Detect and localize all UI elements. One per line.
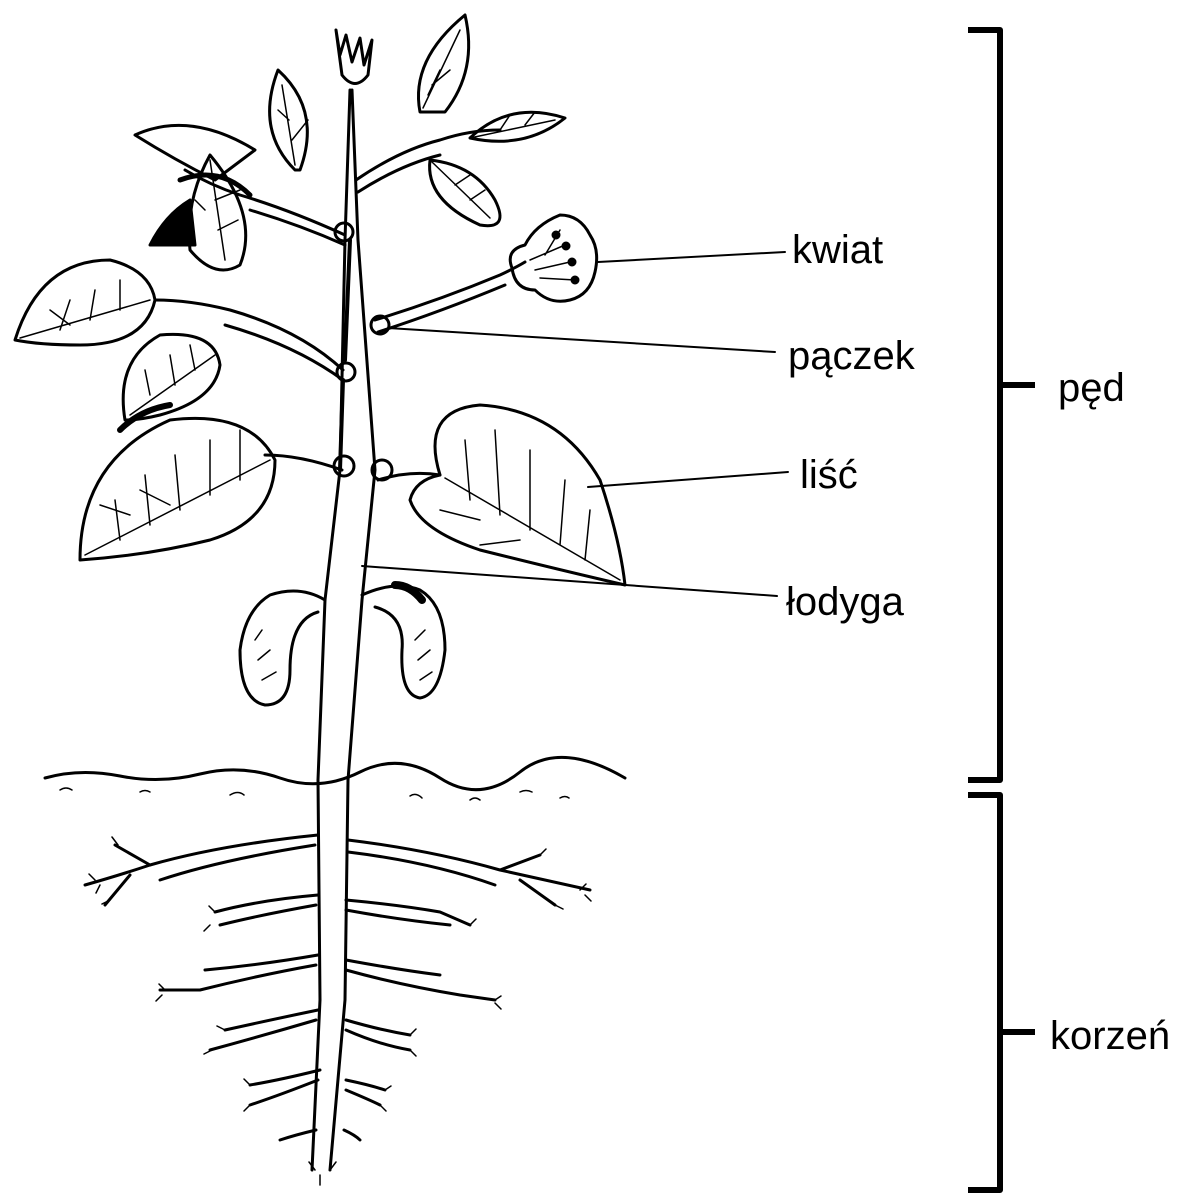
main-root xyxy=(312,780,348,1170)
cotyledon-right xyxy=(362,586,445,698)
leaf-large-right xyxy=(410,405,625,585)
leader-leaf xyxy=(588,472,788,487)
main-stem xyxy=(318,90,375,780)
soil-texture xyxy=(60,788,569,800)
branch-right-flower xyxy=(375,262,525,320)
label-root: korzeń xyxy=(1050,1016,1170,1056)
bracket-shoot xyxy=(968,30,1035,780)
leaf-dark-fill xyxy=(150,200,195,245)
root-branches-right xyxy=(344,840,590,1140)
label-bud: pączek xyxy=(788,336,915,376)
label-leaf: liść xyxy=(800,455,858,495)
leader-flower xyxy=(598,252,785,262)
label-stem: łodyga xyxy=(786,582,904,622)
root-branches-left xyxy=(85,835,320,1140)
cotyledon-left xyxy=(240,591,325,705)
label-shoot: pęd xyxy=(1058,368,1125,408)
terminal-bud xyxy=(336,30,372,84)
branch-right-upper xyxy=(356,130,500,180)
leaf-upper-left-1 xyxy=(135,125,255,180)
soil-surface xyxy=(45,757,625,789)
label-flower: kwiat xyxy=(792,230,883,270)
branch-left-upper xyxy=(185,170,345,235)
flower xyxy=(510,215,596,301)
bracket-root xyxy=(968,795,1035,1190)
leaf-right-2 xyxy=(470,112,565,141)
branch-leaf-left xyxy=(265,455,342,470)
leaf-mid-left xyxy=(15,260,155,345)
leader-bud xyxy=(388,328,775,352)
